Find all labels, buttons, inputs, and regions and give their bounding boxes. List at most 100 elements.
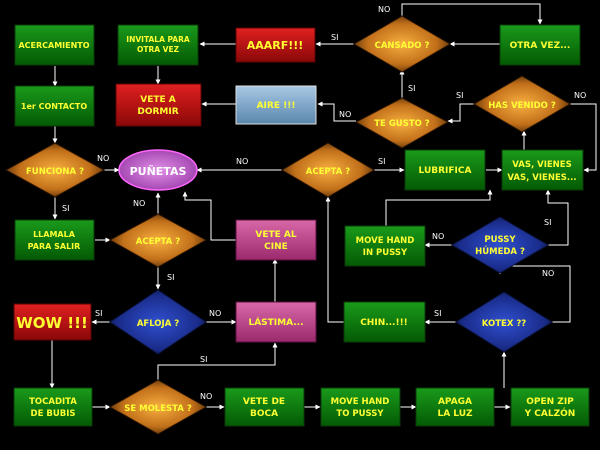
node-wow: WOW !!! — [13, 303, 92, 341]
label-si-afloja: SI — [95, 309, 102, 318]
node-aaarf-label: AAARF!!! — [247, 39, 304, 52]
node-aire-label: AIRE !!! — [257, 101, 296, 111]
node-move-hand-to-label-2: TO PUSSY — [336, 409, 384, 419]
node-tocadita-label-2: DE BUBIS — [31, 409, 76, 419]
node-invitala-label-1: INVITALA PARA — [126, 35, 190, 44]
node-primer-contacto: 1er CONTACTO — [14, 85, 95, 127]
edge-molesta-lastima — [157, 342, 278, 380]
node-vete-dormir-label-2: DORMIR — [137, 107, 178, 117]
node-open-zip-label-1: OPEN ZIP — [526, 397, 574, 407]
node-lastima: LÁSTIMA... — [235, 301, 317, 343]
node-pussy-humeda: PUSSY HÚMEDA ? — [451, 216, 549, 274]
node-acepta-mid: ACEPTA ? — [108, 213, 208, 268]
label-no-kotex: NO — [542, 269, 554, 278]
node-kotex-label: KOTEX ?? — [482, 319, 526, 329]
node-vete-dormir: VETE A DORMIR — [115, 83, 202, 127]
edge-cansado-otravez — [401, 3, 543, 25]
label-no-hasvenido: NO — [574, 91, 586, 100]
node-apaga-label-1: APAGA — [438, 397, 472, 407]
node-pussy-humeda-label-2: HÚMEDA ? — [475, 245, 525, 257]
node-vas-vienes: VAS, VIENES VAS, VIENES... — [501, 149, 584, 191]
node-move-hand-in-label-1: MOVE HAND — [356, 236, 415, 246]
node-lubrifica: LUBRIFICA — [404, 149, 486, 191]
label-no-funciona: NO — [97, 154, 109, 163]
node-lubrifica-label: LUBRIFICA — [419, 166, 472, 176]
node-has-venido-label: HAS VENIDO ? — [488, 101, 556, 111]
nodes: ACERCAMIENTO INVITALA PARA OTRA VEZ AAAR… — [4, 15, 590, 435]
node-acercamiento-label: ACERCAMIENTO — [18, 41, 89, 50]
label-no-acepta-top: NO — [236, 157, 248, 166]
node-apaga-label-2: LA LUZ — [437, 409, 473, 419]
node-otra-vez-label: OTRA VEZ... — [510, 41, 571, 51]
node-funciona: FUNCIONA ? — [4, 142, 106, 198]
node-aaarf: AAARF!!! — [235, 27, 316, 63]
label-si-funciona: SI — [62, 204, 69, 213]
label-si-pussy: SI — [544, 218, 551, 227]
node-apaga: APAGA LA LUZ — [415, 387, 495, 427]
node-te-gusto-label: TE GUSTO ? — [374, 119, 430, 129]
edge-tegusto-aire — [317, 101, 356, 122]
node-llamala-label-1: LLAMALA — [33, 230, 76, 239]
node-invitala: INVITALA PARA OTRA VEZ — [117, 24, 199, 66]
label-si-tegusto: SI — [408, 84, 415, 93]
node-acepta-top-label: ACEPTA ? — [306, 167, 351, 177]
node-lastima-label: LÁSTIMA... — [248, 316, 303, 328]
node-has-venido: HAS VENIDO ? — [473, 75, 571, 133]
node-cansado-label: CANSADO ? — [375, 41, 430, 51]
node-acepta-mid-label: ACEPTA ? — [136, 237, 181, 247]
node-llamala-label-2: PARA SALIR — [28, 242, 81, 251]
label-si-acepta-mid: SI — [167, 273, 174, 282]
node-open-zip: OPEN ZIP Y CALZÓN — [510, 387, 590, 427]
node-move-hand-in: MOVE HAND IN PUSSY — [344, 225, 426, 267]
label-si-kotex: SI — [434, 309, 441, 318]
label-no-molesta: NO — [200, 392, 212, 401]
node-funciona-label: FUNCIONA ? — [26, 167, 84, 177]
node-invitala-label-2: OTRA VEZ — [137, 45, 180, 54]
node-move-hand-in-label-2: IN PUSSY — [363, 248, 408, 258]
node-vas-vienes-label-2: VAS, VIENES... — [507, 173, 576, 183]
label-no-afloja: NO — [209, 309, 221, 318]
edge-cine-punetas — [182, 191, 236, 241]
label-no-acepta-mid: NO — [133, 199, 145, 208]
edge-hasvenido-vasvienes — [570, 103, 597, 173]
label-no-cansado: NO — [378, 5, 390, 14]
node-acepta-top: ACEPTA ? — [281, 142, 375, 198]
node-chin-label: CHIN...!!! — [360, 318, 408, 328]
node-vas-vienes-label-1: VAS, VIENES — [512, 160, 571, 170]
node-aire: AIRE !!! — [235, 85, 317, 125]
label-no-tegusto: NO — [339, 110, 351, 119]
node-punetas-label: PUÑETAS — [130, 165, 187, 178]
node-vete-boca-label-1: VETE DE — [243, 397, 285, 407]
edge-chin-acepta — [325, 196, 344, 323]
node-vete-dormir-label-1: VETE A — [140, 95, 176, 105]
label-si-hasvenido: SI — [456, 91, 463, 100]
node-cansado: CANSADO ? — [353, 15, 451, 73]
node-pussy-humeda-label-1: PUSSY — [484, 235, 516, 245]
node-wow-label: WOW !!! — [16, 314, 88, 332]
node-tocadita-label-1: TOCADITA — [29, 397, 77, 407]
node-afloja: AFLOJA ? — [109, 289, 207, 355]
label-si-molesta: SI — [200, 355, 207, 364]
node-tocadita: TOCADITA DE BUBIS — [13, 387, 93, 427]
label-si-cansado: SI — [331, 33, 338, 42]
node-vete-boca: VETE DE BOCA — [224, 387, 305, 427]
edge-pussy-vasvienes — [545, 189, 569, 246]
node-se-molesta: SE MOLESTA ? — [108, 379, 208, 435]
node-kotex: KOTEX ?? — [455, 291, 553, 353]
node-move-hand-to-label-1: MOVE HAND — [331, 397, 390, 407]
node-afloja-label: AFLOJA ? — [137, 319, 179, 329]
label-si-acepta-top: SI — [378, 157, 385, 166]
node-vete-cine-label-2: CINE — [264, 242, 288, 252]
node-te-gusto: TE GUSTO ? — [354, 97, 450, 149]
edge-labels: NO SI NO SI SI NO SI NO SI NO NO SI NO S… — [62, 5, 586, 401]
node-otra-vez: OTRA VEZ... — [499, 24, 581, 66]
node-vete-cine: VETE AL CINE — [235, 219, 317, 261]
node-open-zip-label-2: Y CALZÓN — [524, 407, 576, 419]
edge-hasvenido-tegusto — [447, 103, 474, 124]
node-vete-cine-label-1: VETE AL — [255, 230, 296, 240]
node-se-molesta-label: SE MOLESTA ? — [124, 404, 192, 414]
label-no-pussy: NO — [432, 232, 444, 241]
edge-movehandin-lubrifica — [385, 189, 493, 226]
node-punetas: PUÑETAS — [118, 149, 198, 191]
